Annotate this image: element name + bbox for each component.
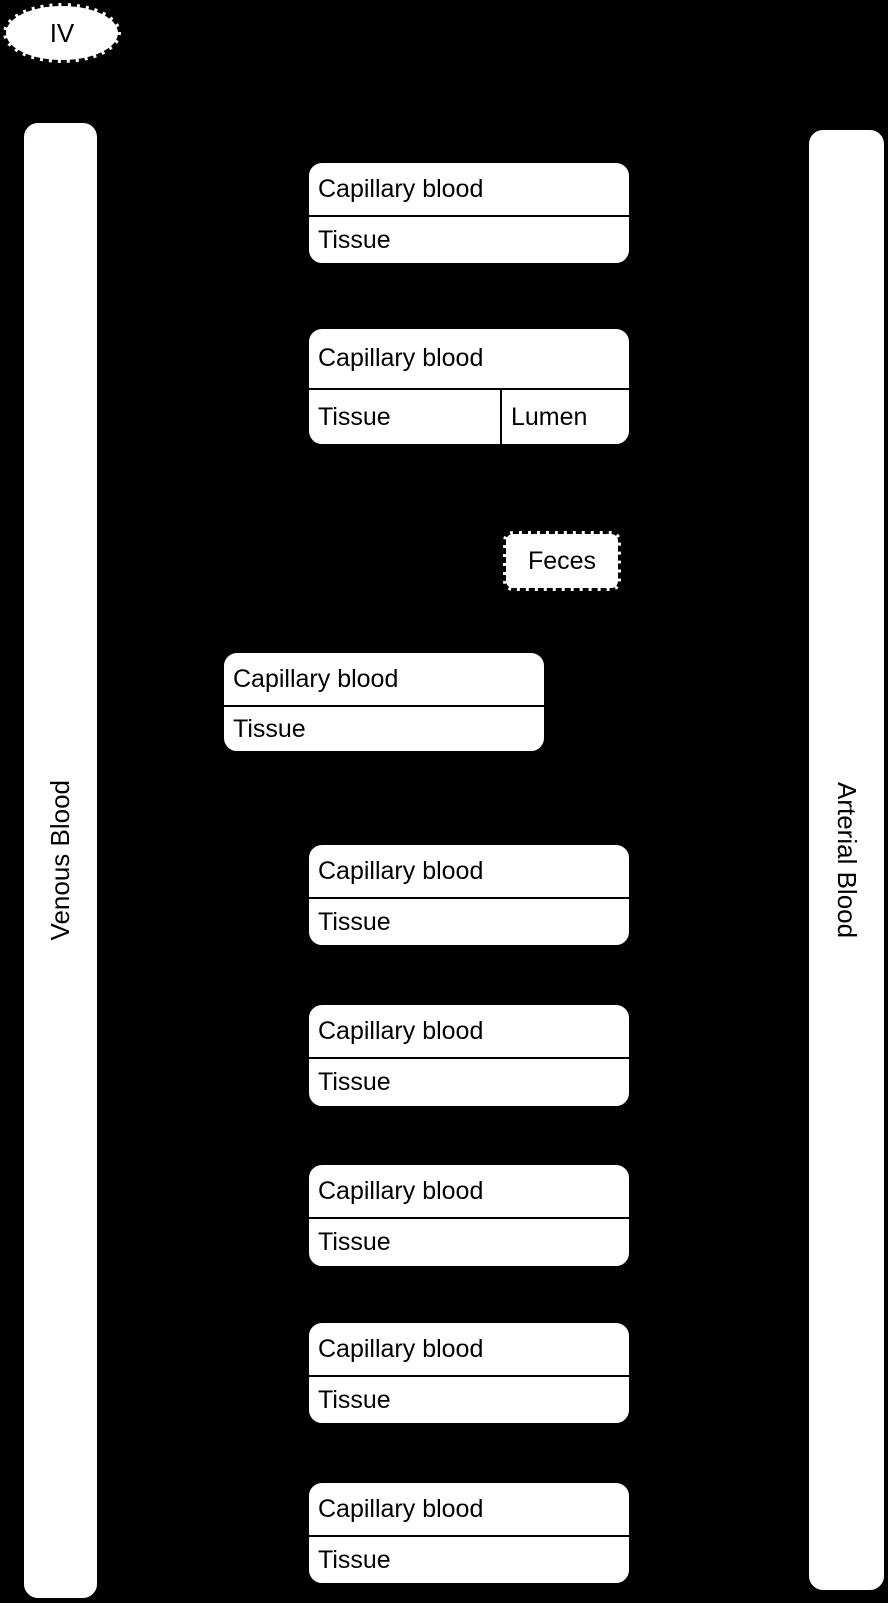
feces-label: Feces — [527, 546, 597, 575]
compartment-box-4: Capillary blood Tissue — [307, 843, 631, 947]
capillary-blood-label: Capillary blood — [318, 1016, 484, 1045]
tissue-row: Tissue — [309, 1377, 629, 1423]
capillary-blood-row: Capillary blood — [309, 329, 629, 390]
iv-dose-ellipse: IV — [3, 3, 121, 63]
tissue-label: Tissue — [318, 402, 391, 431]
iv-dose-label: IV — [49, 17, 75, 48]
lumen-label: Lumen — [511, 402, 588, 431]
venous-blood-label: Venous Blood — [45, 780, 75, 941]
tissue-label: Tissue — [318, 225, 391, 254]
arterial-blood-label: Arterial Blood — [832, 781, 862, 939]
tissue-lumen-row: Tissue Lumen — [309, 390, 629, 444]
capillary-blood-label: Capillary blood — [318, 344, 484, 372]
compartment-box-7: Capillary blood Tissue — [307, 1321, 631, 1425]
compartment-box-6: Capillary blood Tissue — [307, 1163, 631, 1268]
capillary-blood-label: Capillary blood — [233, 664, 399, 693]
tissue-row: Tissue — [309, 1537, 629, 1583]
compartment-box-1: Capillary blood Tissue — [307, 161, 631, 265]
tissue-row: Tissue — [309, 1219, 629, 1266]
arterial-blood-bar: Arterial Blood — [807, 128, 886, 1592]
capillary-blood-row: Capillary blood — [309, 1323, 629, 1377]
compartment-box-8: Capillary blood Tissue — [307, 1481, 631, 1585]
capillary-blood-label: Capillary blood — [318, 1494, 484, 1523]
tissue-cell: Tissue — [309, 390, 502, 444]
capillary-blood-label: Capillary blood — [318, 1334, 484, 1363]
capillary-blood-row: Capillary blood — [309, 163, 629, 217]
tissue-label: Tissue — [318, 907, 391, 936]
lumen-cell: Lumen — [502, 390, 629, 444]
capillary-blood-row: Capillary blood — [309, 845, 629, 899]
capillary-blood-row: Capillary blood — [309, 1483, 629, 1537]
tissue-label: Tissue — [233, 714, 306, 743]
feces-excretion-box: Feces — [503, 531, 621, 591]
compartment-box-3: Capillary blood Tissue — [222, 651, 546, 753]
tissue-row: Tissue — [224, 707, 544, 751]
tissue-label: Tissue — [318, 1385, 391, 1414]
venous-blood-bar: Venous Blood — [22, 121, 99, 1600]
tissue-row: Tissue — [309, 217, 629, 263]
compartment-box-5: Capillary blood Tissue — [307, 1003, 631, 1108]
tissue-label: Tissue — [318, 1545, 391, 1574]
capillary-blood-row: Capillary blood — [309, 1005, 629, 1059]
capillary-blood-row: Capillary blood — [224, 653, 544, 707]
compartment-box-2-gut: Capillary blood Tissue Lumen — [307, 327, 631, 446]
tissue-label: Tissue — [318, 1228, 391, 1256]
tissue-row: Tissue — [309, 1059, 629, 1106]
capillary-blood-row: Capillary blood — [309, 1165, 629, 1219]
capillary-blood-label: Capillary blood — [318, 856, 484, 885]
capillary-blood-label: Capillary blood — [318, 1176, 484, 1205]
tissue-row: Tissue — [309, 899, 629, 945]
capillary-blood-label: Capillary blood — [318, 174, 484, 203]
tissue-label: Tissue — [318, 1068, 391, 1096]
